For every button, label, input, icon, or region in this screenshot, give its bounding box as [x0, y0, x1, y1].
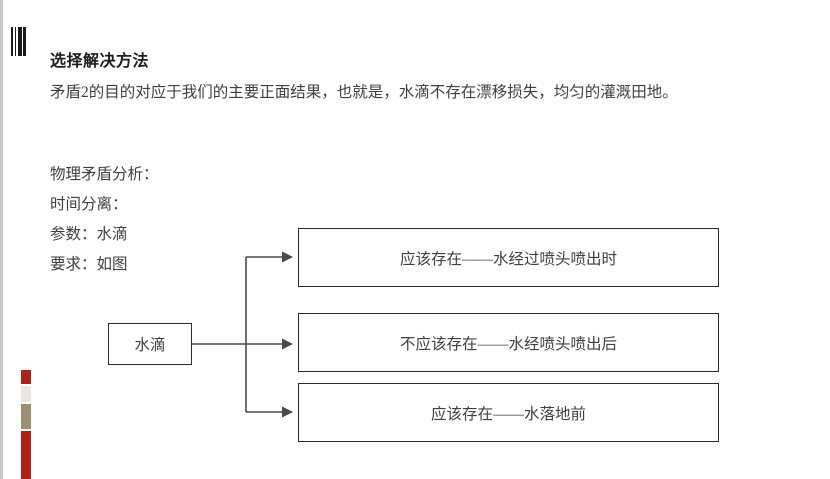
body-paragraph: 矛盾2的目的对应于我们的主要正面结果，也就是，水滴不存在漂移损失，均匀的灌溉田地… [50, 84, 678, 101]
flow-node-branch-3[interactable]: 应该存在——水落地前 [298, 383, 719, 442]
analysis-line-requirement: 要求：如图 [50, 256, 128, 273]
barcode-mark-icon [11, 27, 26, 56]
analysis-line-time-separation: 时间分离： [50, 196, 128, 213]
flow-node-source[interactable]: 水滴 [108, 323, 192, 365]
color-chip-khaki [21, 404, 31, 429]
color-chip-cream [21, 386, 31, 402]
analysis-line-physical-contradiction: 物理矛盾分析： [50, 166, 159, 183]
color-chip-red-small [21, 370, 31, 384]
page-title: 选择解决方法 [50, 53, 150, 70]
flow-node-branch-2[interactable]: 不应该存在——水经喷头喷出后 [298, 313, 719, 372]
page-edge-strip [0, 0, 3, 479]
color-chip-red-long [21, 431, 31, 479]
analysis-line-parameter: 参数：水滴 [50, 226, 128, 243]
flow-node-branch-1[interactable]: 应该存在——水经过喷头喷出时 [298, 228, 719, 287]
